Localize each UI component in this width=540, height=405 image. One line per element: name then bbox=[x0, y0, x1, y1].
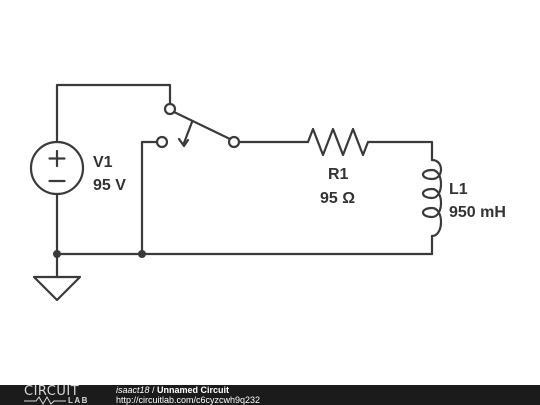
circuit-schematic: V1 95 V R1 95 Ω L1 950 mH bbox=[29, 83, 506, 302]
wire-resistor-to-inductor bbox=[370, 140, 434, 162]
inductor-name-label: L1 bbox=[449, 181, 468, 198]
circuitlab-logo[interactable]: CIRCUIT LAB bbox=[24, 385, 104, 405]
meta-separator: / bbox=[149, 385, 158, 395]
spdt-switch[interactable] bbox=[155, 102, 241, 149]
wire-switch-lower-to-bottom bbox=[140, 140, 159, 256]
ground-symbol bbox=[32, 275, 82, 302]
junction-dot-middle bbox=[138, 250, 146, 258]
source-name-label: V1 bbox=[93, 154, 113, 171]
source-value-label: 95 V bbox=[93, 177, 126, 194]
voltage-source-v1[interactable] bbox=[29, 140, 85, 196]
circuit-url[interactable]: http://circuitlab.com/c6cyzcwh9q232 bbox=[116, 395, 261, 405]
author-username[interactable]: isaact18 bbox=[116, 385, 150, 395]
logo-resistor-icon bbox=[24, 396, 66, 405]
wire-top-left bbox=[55, 83, 172, 144]
inductor-value-label: 950 mH bbox=[449, 204, 506, 221]
junction-dot-left bbox=[53, 250, 61, 258]
inductor-l1[interactable] bbox=[421, 158, 443, 238]
circuit-title: Unnamed Circuit bbox=[157, 385, 230, 395]
switch-arrow bbox=[182, 120, 194, 145]
resistor-value-label: 95 Ω bbox=[320, 190, 355, 207]
logo-text-lab: LAB bbox=[68, 396, 89, 405]
footer-bar: CIRCUIT LAB isaact18 / Unnamed Circuit h… bbox=[0, 385, 540, 405]
resistor-r1[interactable] bbox=[306, 127, 374, 157]
circuit-meta: isaact18 / Unnamed Circuit bbox=[116, 386, 229, 395]
logo-text-circuit: CIRCUIT bbox=[24, 384, 80, 399]
resistor-name-label: R1 bbox=[328, 166, 349, 183]
